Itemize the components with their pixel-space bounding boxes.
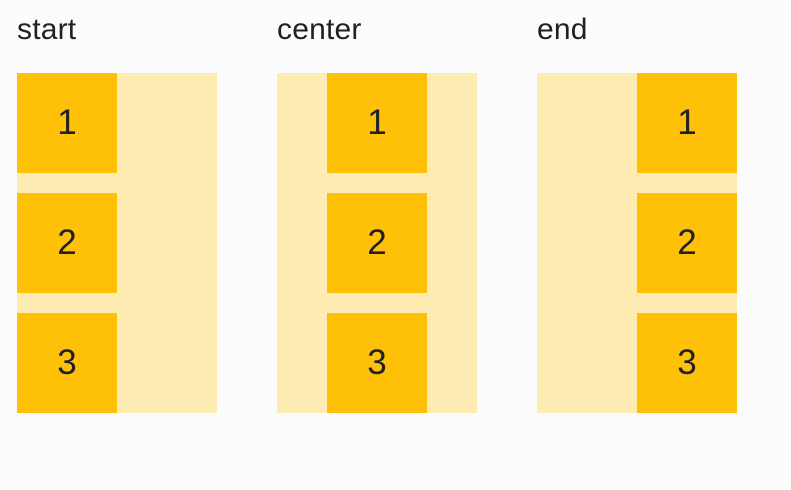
flex-item: 3 xyxy=(17,313,117,413)
flex-item: 2 xyxy=(637,193,737,293)
flex-item: 1 xyxy=(637,73,737,173)
flex-container-center: 1 2 3 xyxy=(277,73,477,413)
flex-item: 3 xyxy=(637,313,737,413)
flex-container-end: 1 2 3 xyxy=(537,73,737,413)
flex-item: 3 xyxy=(327,313,427,413)
demo-group-end: end 1 2 3 xyxy=(537,12,737,413)
demo-group-start: start 1 2 3 xyxy=(17,12,217,413)
group-label-end: end xyxy=(537,13,588,46)
group-label-center: center xyxy=(277,13,362,46)
flex-item: 1 xyxy=(327,73,427,173)
flex-container-start: 1 2 3 xyxy=(17,73,217,413)
flex-item: 2 xyxy=(327,193,427,293)
demo-group-center: center 1 2 3 xyxy=(277,12,477,413)
flex-item: 2 xyxy=(17,193,117,293)
group-label-start: start xyxy=(17,13,77,46)
alignment-demo-row: start 1 2 3 center 1 2 3 end 1 2 3 xyxy=(17,12,737,413)
flex-item: 1 xyxy=(17,73,117,173)
